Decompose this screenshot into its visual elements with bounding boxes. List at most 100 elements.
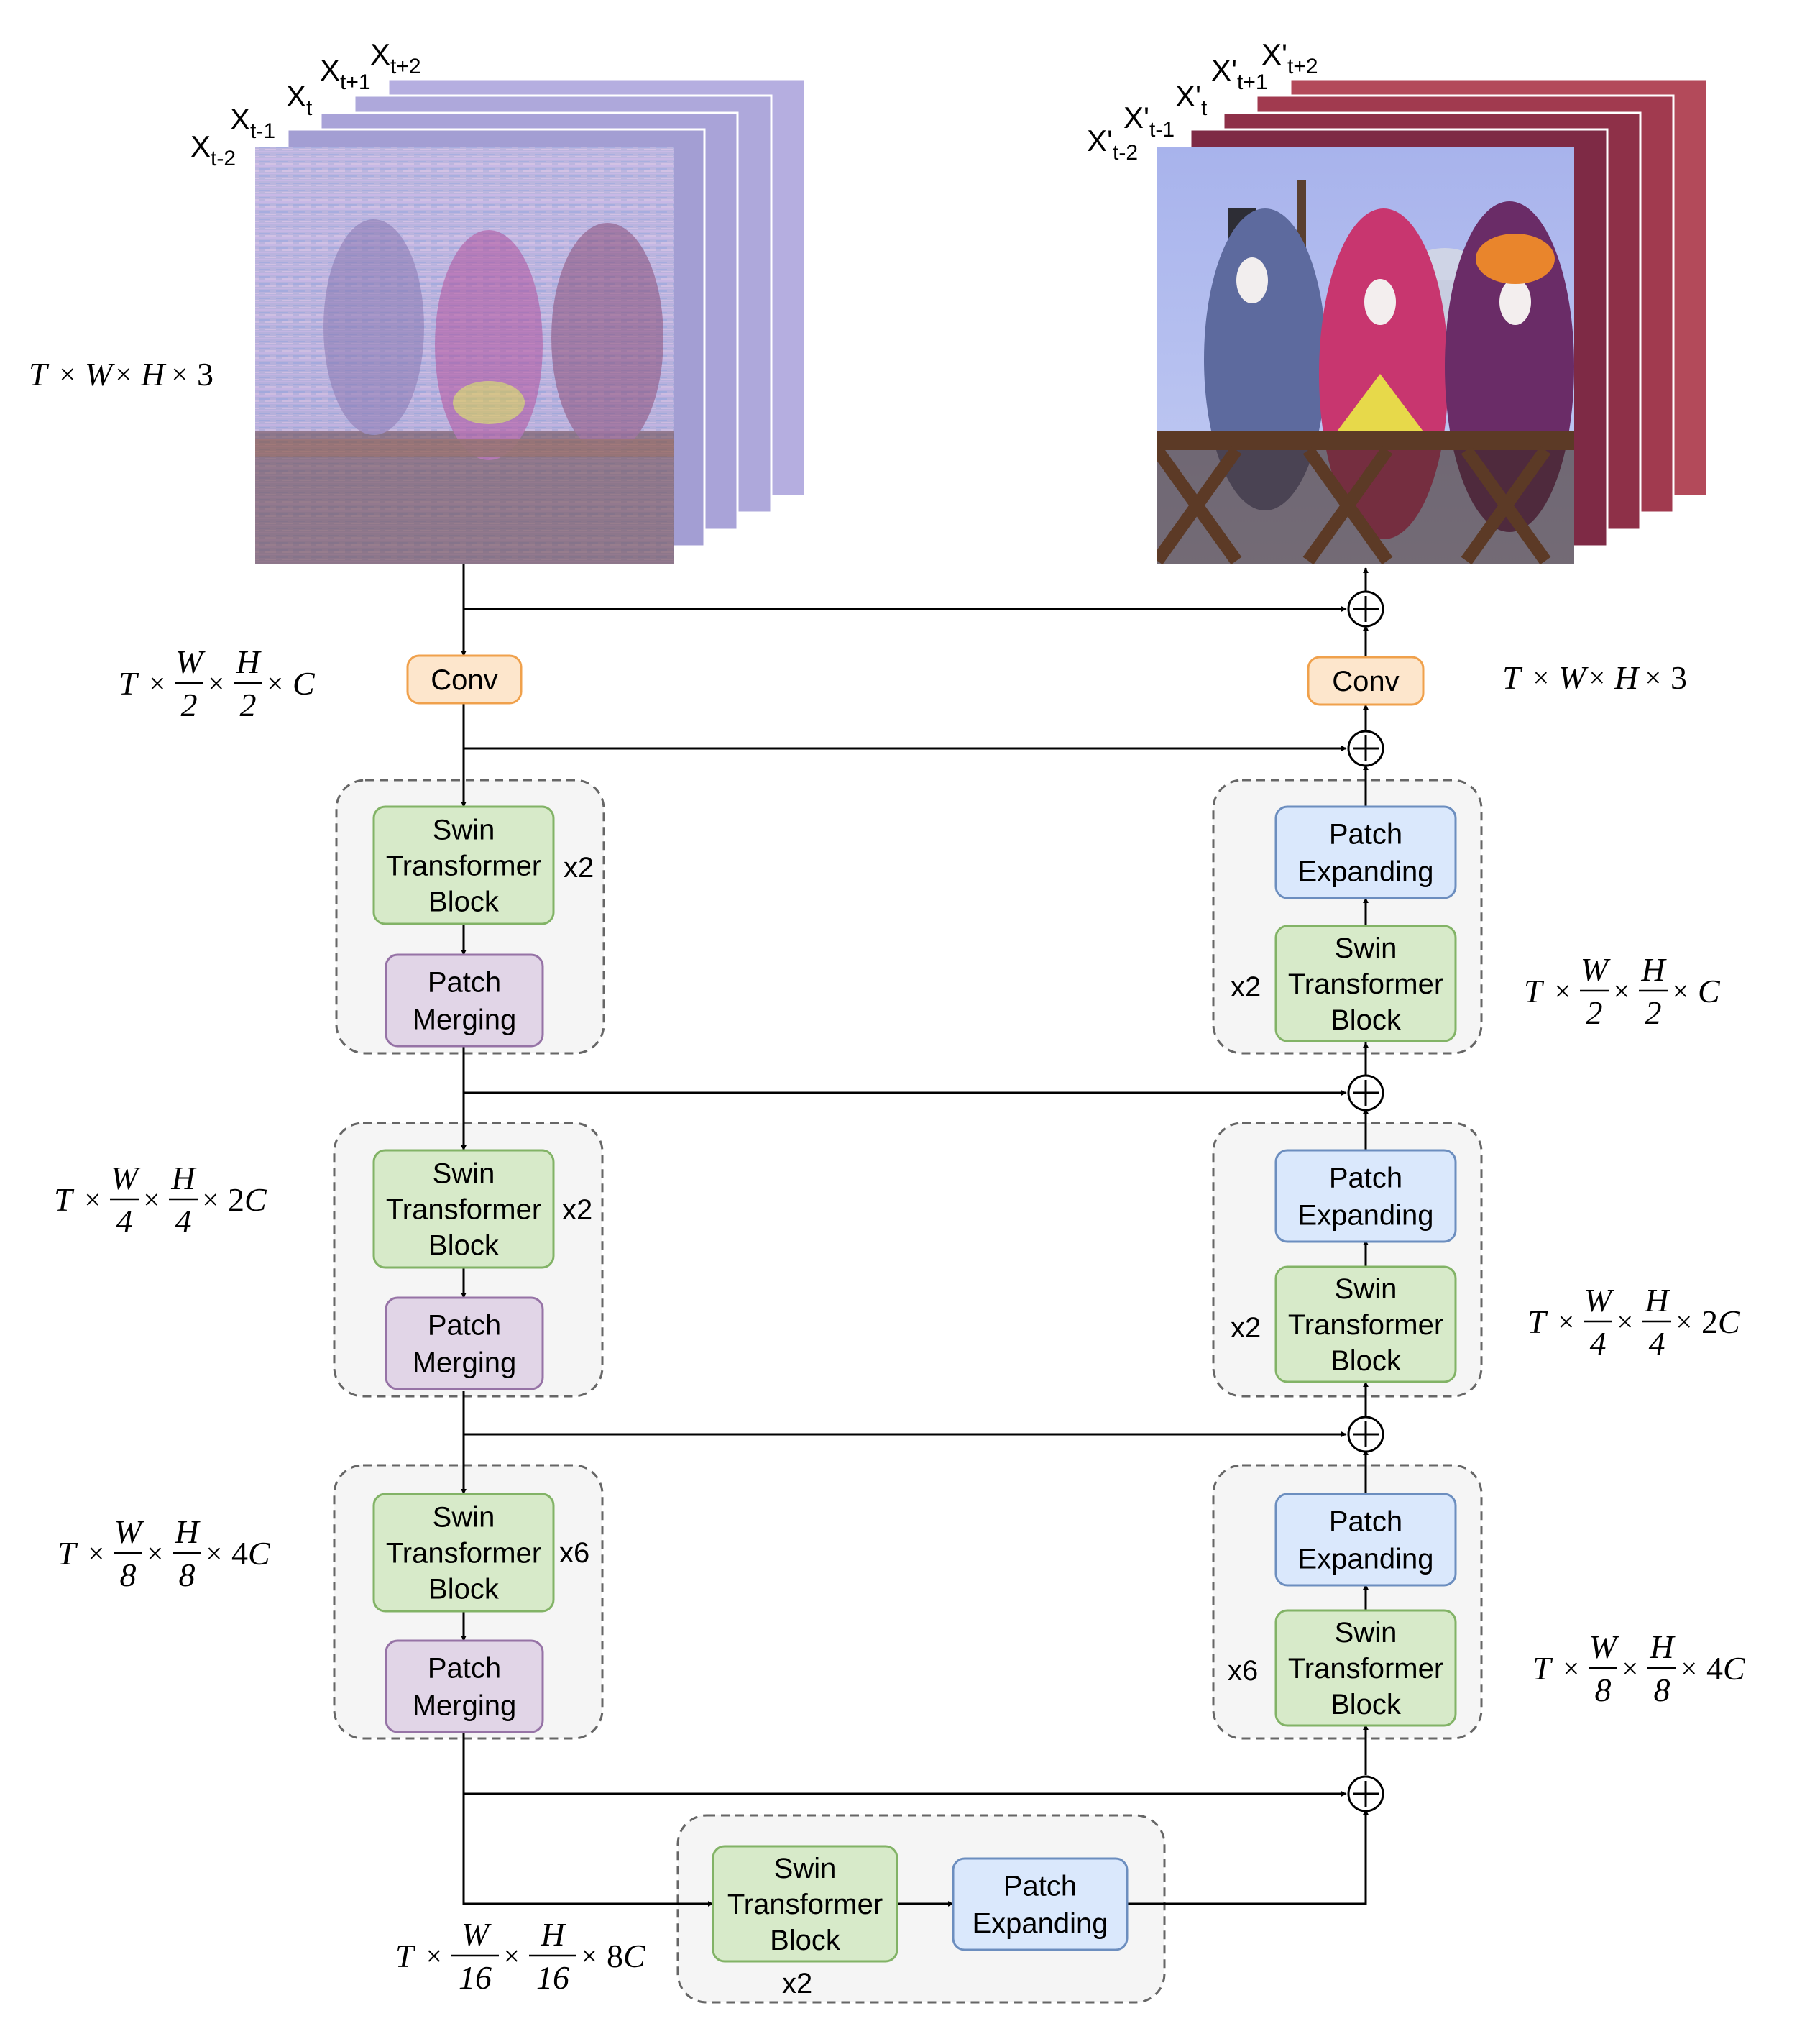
repeat-bottleneck: x2 bbox=[782, 1968, 812, 1999]
dim-denominator: 4 bbox=[116, 1203, 133, 1239]
encoder-1-swin-block-shape bbox=[372, 805, 555, 925]
decoder-conv-text: Conv bbox=[1332, 666, 1399, 697]
edge-enc3-to-bottleneck bbox=[462, 1733, 714, 1907]
decoder-1-swin-block-text: Block bbox=[1330, 1004, 1402, 1036]
dim-term: T bbox=[29, 356, 50, 393]
bottleneck-patch-expanding-shape bbox=[952, 1857, 1129, 1951]
plus-icon bbox=[1353, 1421, 1379, 1447]
decoder-3-patch-expanding-text: Expanding bbox=[1297, 1544, 1433, 1575]
decoder-conv-shape bbox=[1307, 656, 1425, 706]
repeat-enc2: x2 bbox=[562, 1194, 592, 1226]
dim-symbol: T bbox=[1532, 1650, 1553, 1687]
dim-times: × bbox=[579, 1940, 599, 1972]
decoder-2-patch-expanding-text: Expanding bbox=[1297, 1200, 1433, 1232]
decoder-3-swin-block-text: Block bbox=[1330, 1689, 1402, 1720]
dim-symbol: C bbox=[1698, 973, 1721, 1009]
frame-label-sub: t-2 bbox=[211, 147, 236, 170]
input-frame-label-0: Xt-2 bbox=[190, 129, 236, 170]
dim-times: × bbox=[142, 1183, 161, 1216]
frame-label-base: X bbox=[286, 79, 306, 113]
frame-label-base: X' bbox=[1087, 124, 1113, 157]
decoder-1-swin-block-shape bbox=[1274, 925, 1457, 1042]
dim-times: × bbox=[114, 358, 133, 390]
dim-term: 2C bbox=[1701, 1303, 1741, 1340]
dim-times: × bbox=[1615, 1306, 1635, 1338]
dim-denominator: 8 bbox=[179, 1557, 196, 1593]
dim-numerator: W bbox=[1589, 1628, 1619, 1665]
dim-term: T bbox=[1524, 973, 1545, 1009]
dim-times: × bbox=[1679, 1652, 1699, 1685]
output-frame-label-4: X't+2 bbox=[1261, 37, 1318, 78]
decoder-3-patch-expanding-shape bbox=[1274, 1493, 1457, 1587]
frame-label-base: X' bbox=[1123, 101, 1149, 134]
decoder-1-patch-expanding-text: Expanding bbox=[1297, 856, 1433, 888]
decoder-3-swin-block-text: Swin bbox=[1335, 1617, 1397, 1649]
frame-label-sub: t-1 bbox=[250, 119, 275, 143]
bottleneck-swin-block-text: Block bbox=[770, 1925, 841, 1956]
dim-symbol: C bbox=[1718, 1303, 1741, 1340]
repeat-enc1: x2 bbox=[564, 852, 594, 884]
dim-numerator: H bbox=[1640, 951, 1667, 988]
encoder-2-patch-merging-text: Merging bbox=[413, 1347, 517, 1379]
encoder-2-swin-block-text: Transformer bbox=[386, 1194, 541, 1226]
frame-label-sub: t+2 bbox=[1287, 55, 1318, 78]
dim-times: × bbox=[265, 667, 285, 700]
encoder-1-patch-merging-shape bbox=[385, 953, 544, 1048]
dim-dec1: T×W2×H2×C bbox=[1524, 951, 1721, 1031]
dim-symbol: C bbox=[293, 665, 316, 702]
output-frame-1 bbox=[1157, 147, 1574, 564]
decoder-2-patch-expanding-text: Patch bbox=[1329, 1163, 1402, 1194]
frame-label-sub: t-1 bbox=[1149, 118, 1175, 142]
dim-denominator: 8 bbox=[1595, 1672, 1612, 1708]
dim-symbol: T bbox=[1524, 973, 1545, 1009]
dim-symbol: T bbox=[119, 665, 139, 702]
decoder-3-patch-expanding-text: Patch bbox=[1329, 1506, 1402, 1538]
encoder-3-swin-block-text: Transformer bbox=[386, 1538, 541, 1569]
output-frame-label-0: X't-2 bbox=[1087, 124, 1138, 165]
dim-numerator: H bbox=[1649, 1628, 1676, 1665]
frame-label-base: X bbox=[230, 102, 250, 136]
encoder-2-swin-block-text: Block bbox=[428, 1230, 500, 1262]
input-frame-label-2: Xt bbox=[286, 79, 313, 120]
dim-coef: 2 bbox=[228, 1181, 244, 1218]
dim-output: T×W×H×3 bbox=[1502, 659, 1687, 696]
frame-label-sub: t bbox=[1201, 96, 1208, 120]
dim-term: T bbox=[54, 1181, 75, 1218]
dim-term: 4C bbox=[231, 1535, 271, 1572]
bottleneck-swin-block-shape bbox=[712, 1845, 898, 1963]
dim-symbol: C bbox=[623, 1938, 646, 1974]
dim-denominator: 2 bbox=[181, 687, 198, 723]
frame-label-sub: t-2 bbox=[1113, 141, 1138, 165]
sum-node-2 bbox=[1347, 1074, 1384, 1112]
dim-symbol: T bbox=[395, 1938, 416, 1974]
encoder-3-patch-merging-text: Patch bbox=[428, 1653, 501, 1685]
dim-term: T bbox=[1527, 1303, 1548, 1340]
dim-denominator: 2 bbox=[1586, 994, 1603, 1031]
dimension-labels: T×W×H×3T×W×H×3T×W2×H2×CT×W4×H4×2CT×W8×H8… bbox=[29, 356, 1746, 1996]
decoder-1-swin-block-text: Swin bbox=[1335, 932, 1397, 964]
bottleneck-patch-expanding-text: Patch bbox=[1003, 1871, 1077, 1902]
dim-numerator: H bbox=[170, 1160, 197, 1196]
dim-input: T×W×H×3 bbox=[29, 356, 213, 393]
encoder-2-patch-merging-shape bbox=[385, 1296, 544, 1390]
repeat-dec3: x6 bbox=[1228, 1655, 1258, 1687]
dim-times: × bbox=[83, 1183, 102, 1216]
dim-times: × bbox=[86, 1537, 106, 1569]
repeat-enc3: x6 bbox=[559, 1537, 589, 1569]
dim-symbol: C bbox=[1723, 1650, 1746, 1687]
dim-numerator: W bbox=[111, 1160, 141, 1196]
dim-denominator: 16 bbox=[536, 1959, 569, 1996]
dim-numerator: H bbox=[1644, 1282, 1670, 1319]
frame-label-sub: t+1 bbox=[340, 70, 371, 94]
dim-numerator: H bbox=[174, 1513, 201, 1550]
dim-times: × bbox=[1612, 975, 1631, 1007]
bottleneck-swin-block-text: Transformer bbox=[727, 1889, 883, 1920]
